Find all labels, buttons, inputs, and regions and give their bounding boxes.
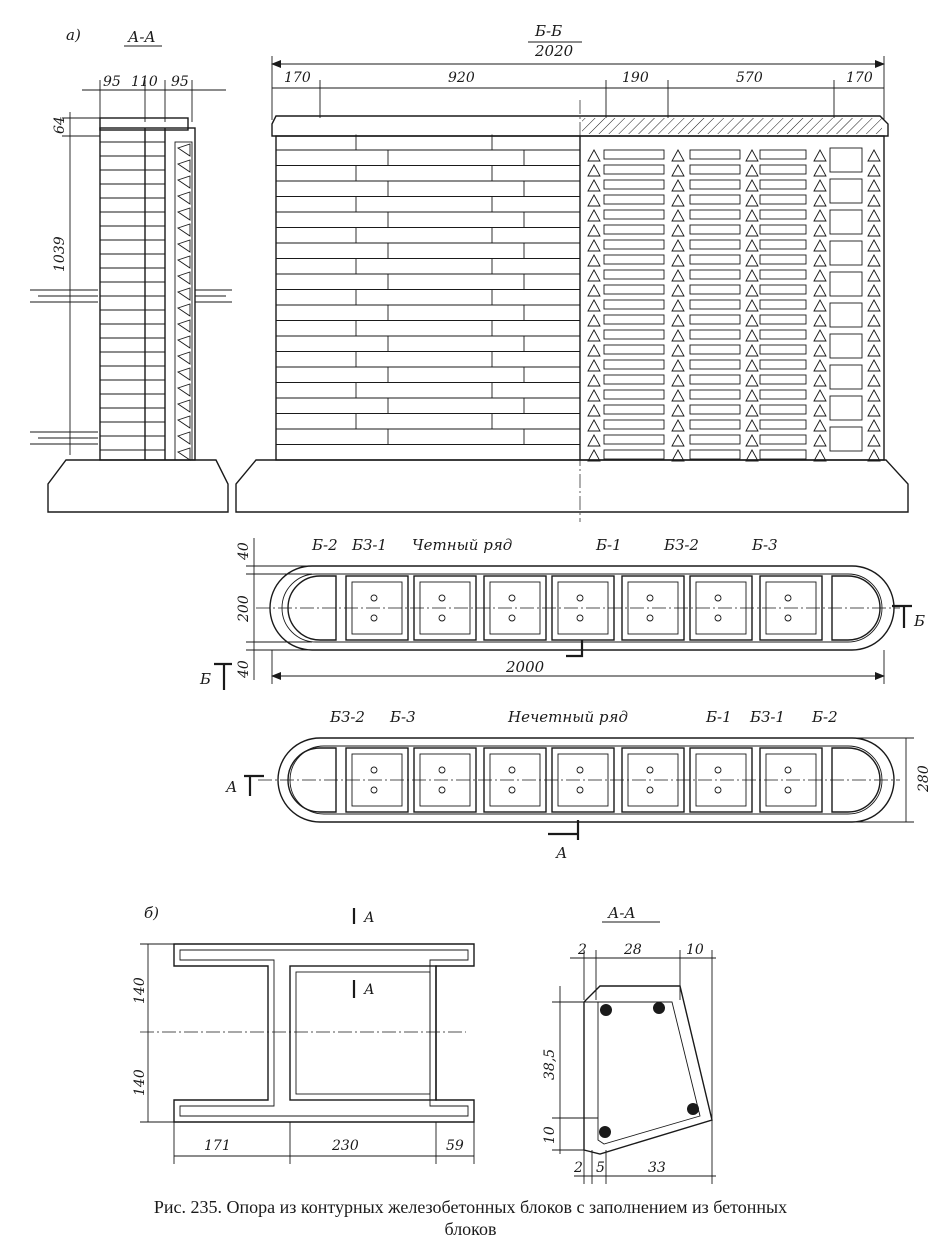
bb-dim-d5: 170 xyxy=(846,70,873,86)
odd-row-title: Нечетный ряд xyxy=(507,708,628,726)
cut-mark-b-right: Б xyxy=(913,612,925,630)
section-aa: А-А 95 110 95 64 1039 xyxy=(30,28,232,513)
bb-dim-d3: 190 xyxy=(622,70,649,86)
section-dim-bot2: 5 xyxy=(596,1160,605,1176)
even-dim-length: 2000 xyxy=(505,658,545,676)
section-bb-title: Б-Б xyxy=(534,22,562,40)
odd-block-1: БЗ-2 xyxy=(329,708,365,726)
rebar-3 xyxy=(687,1103,699,1115)
bb-dim-d1: 170 xyxy=(284,70,311,86)
block-section-title: А-А xyxy=(607,904,636,922)
odd-block-2: Б-3 xyxy=(389,708,416,726)
even-block-4: БЗ-2 xyxy=(663,536,699,554)
even-dim-middle: 200 xyxy=(236,595,252,623)
cut-mark-a-left: А xyxy=(225,778,237,796)
aa-dim-height: 1039 xyxy=(52,236,68,272)
even-dim-bottom: 40 xyxy=(236,660,252,679)
section-dim-bot1: 2 xyxy=(573,1160,583,1176)
plan-cut-mark-inner: А xyxy=(363,982,375,998)
block-section-aa: А-А 2 28 10 38,5 10 2 5 33 xyxy=(542,904,716,1184)
plan-dim-h1: 140 xyxy=(132,977,148,1004)
caption-line-2: блоков xyxy=(444,1219,497,1239)
caption-line-1: Рис. 235. Опора из контурных железобетон… xyxy=(153,1197,788,1217)
even-block-3: Б-1 xyxy=(595,536,622,554)
even-row-title: Четный ряд xyxy=(412,536,512,554)
rebar-2 xyxy=(653,1002,665,1014)
plan-dim-h2: 140 xyxy=(132,1069,148,1096)
aa-dim-w2: 110 xyxy=(131,74,158,90)
even-block-5: Б-3 xyxy=(751,536,778,554)
section-dim-top2: 28 xyxy=(623,942,642,958)
section-bb: Б-Б 2020 170 920 190 570 170 xyxy=(235,22,909,522)
block-plan: А А 140 140 171 230 59 xyxy=(132,908,475,1164)
odd-block-5: Б-2 xyxy=(811,708,838,726)
section-dim-top3: 10 xyxy=(686,942,704,958)
part-b-label: б) xyxy=(144,904,159,922)
rebar-4 xyxy=(599,1126,611,1138)
section-dim-height2: 10 xyxy=(542,1126,558,1144)
plan-dim-w3: 59 xyxy=(446,1138,464,1154)
section-aa-title: А-А xyxy=(127,28,156,46)
rebar-1 xyxy=(600,1004,612,1016)
plan-dim-w2: 230 xyxy=(331,1138,359,1154)
odd-dim-height: 280 xyxy=(916,765,932,793)
water-level-lines xyxy=(30,289,232,445)
section-bb-length: 2020 xyxy=(534,42,574,60)
plan-cut-mark-top: А xyxy=(363,910,375,926)
aa-dim-w1: 95 xyxy=(103,74,121,90)
aa-dim-top: 64 xyxy=(52,116,68,134)
aa-dim-w3: 95 xyxy=(171,74,189,90)
bb-dim-d2: 920 xyxy=(448,70,475,86)
section-dim-top1: 2 xyxy=(577,942,587,958)
odd-block-3: Б-1 xyxy=(705,708,732,726)
odd-block-4: БЗ-1 xyxy=(749,708,785,726)
part-a-label: a) xyxy=(66,26,81,44)
bb-dim-d4: 570 xyxy=(736,70,763,86)
even-block-2: БЗ-1 xyxy=(351,536,387,554)
odd-row-plan: Нечетный ряд БЗ-2 Б-3 Б-1 БЗ-1 Б-2 280 А… xyxy=(225,708,932,862)
plan-dim-w1: 171 xyxy=(204,1138,231,1154)
figure-caption: Рис. 235. Опора из контурных железобетон… xyxy=(0,1196,941,1240)
section-dim-height1: 38,5 xyxy=(542,1049,558,1080)
section-dim-bot3: 33 xyxy=(648,1160,666,1176)
even-dim-top: 40 xyxy=(236,542,252,561)
even-block-1: Б-2 xyxy=(311,536,338,554)
even-row-plan: Четный ряд Б-2 БЗ-1 Б-1 БЗ-2 Б-3 40 200 … xyxy=(199,536,925,690)
cut-mark-b-left: Б xyxy=(199,670,211,688)
cut-mark-a-bottom: А xyxy=(555,844,567,862)
